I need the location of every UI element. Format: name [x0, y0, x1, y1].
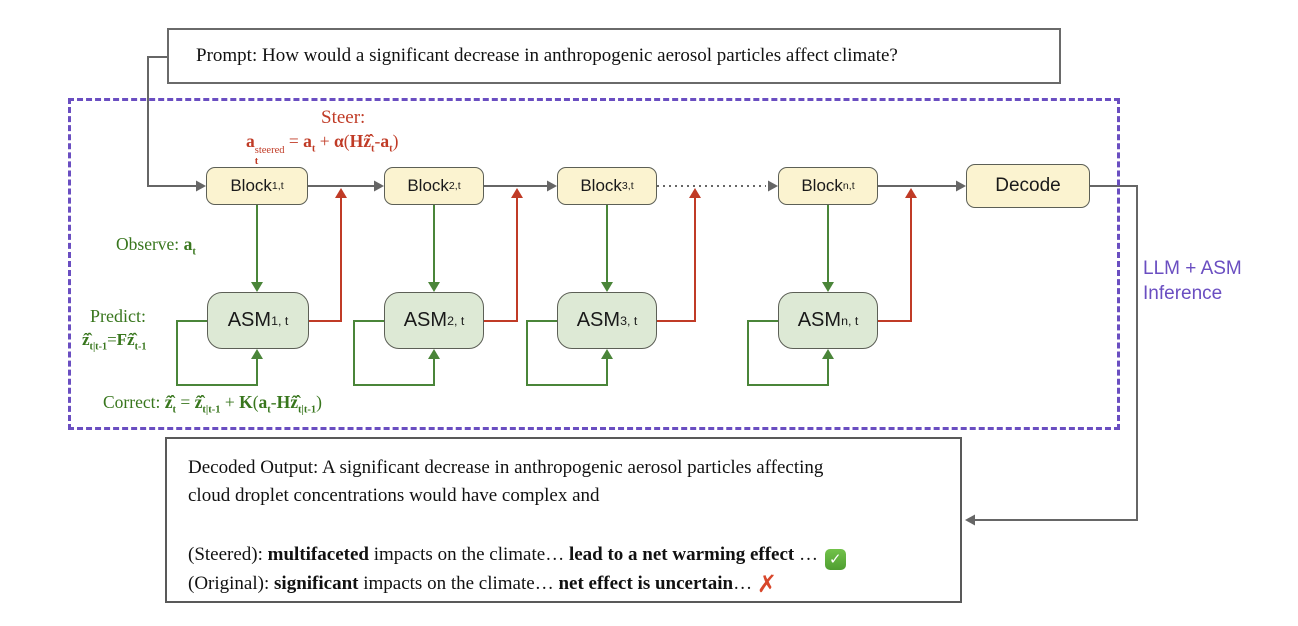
- feedback-loop-1: [176, 320, 258, 386]
- asm-n-subscript: n, t: [841, 313, 859, 328]
- asm-n-label: ASM: [797, 309, 842, 331]
- asm-2-subscript: 2, t: [447, 313, 465, 328]
- feedback-arrowhead-n: [822, 349, 834, 359]
- asm-2-label: ASM: [403, 309, 448, 331]
- original-result-text: (Original): significant impacts on the c…: [188, 573, 753, 594]
- block-3-subscript: 3,t: [621, 180, 634, 192]
- llm-asm-inference-boundary: [68, 98, 1120, 430]
- feedback-arrowhead-2: [428, 349, 440, 359]
- feedback-loop-n: [747, 320, 829, 386]
- asm-3-label: ASM: [576, 309, 621, 331]
- inference-side-label-line1: LLM + ASM: [1143, 258, 1242, 279]
- steer-line-2: [484, 197, 518, 322]
- asm-3-subscript: 3, t: [620, 313, 638, 328]
- predict-label: Predict:: [90, 306, 146, 326]
- block-1-label: Block: [230, 176, 272, 195]
- steer-arrowhead-2: [511, 188, 523, 198]
- block-2-subscript: 2,t: [448, 180, 461, 192]
- decoded-output-box: Decoded Output: A significant decrease i…: [165, 437, 962, 603]
- decoded-output-line2: cloud droplet concentrations would have …: [188, 485, 600, 506]
- feedback-arrowhead-3: [601, 349, 613, 359]
- arrowhead-into-block2: [374, 180, 384, 192]
- observe-label: Observe: at: [116, 234, 196, 258]
- prompt-box: Prompt: How would a significant decrease…: [167, 28, 1061, 84]
- arrowhead-into-decode: [956, 180, 966, 192]
- correct-equation: Correct: ẑ̂t = ẑ̂t|t-1 + K(at-Hẑ̂t|t-1): [103, 392, 322, 416]
- decode-to-output-connector: [974, 185, 1138, 521]
- feedback-loop-2: [353, 320, 435, 386]
- block-n-label: Block: [801, 176, 843, 195]
- steer-line-3: [657, 197, 696, 322]
- steered-result-line: (Steered): multifaceted impacts on the c…: [188, 541, 960, 570]
- steer-arrowhead-1: [335, 188, 347, 198]
- asm-1-subscript: 1, t: [271, 313, 289, 328]
- arrowhead-into-output-box: [965, 514, 975, 526]
- steer-arrowhead-n: [905, 188, 917, 198]
- block-3-label: Block: [580, 176, 622, 195]
- steer-label: Steer:: [321, 107, 366, 128]
- predict-equation: ẑ̂t|t-1=Fẑ̂t-1: [82, 330, 147, 353]
- original-result-line: (Original): significant impacts on the c…: [188, 570, 960, 598]
- observe-arrowhead-3: [601, 282, 613, 292]
- block-1-subscript: 1,t: [271, 180, 284, 192]
- cross-icon: ✗: [756, 570, 777, 598]
- arrowhead-into-block1: [196, 180, 206, 192]
- prompt-to-block1-connector: [147, 56, 197, 187]
- steer-arrowhead-3: [689, 188, 701, 198]
- inference-side-label: LLM + ASM Inference: [1143, 256, 1293, 306]
- feedback-loop-3: [526, 320, 608, 386]
- decode-label: Decode: [995, 175, 1061, 196]
- observe-arrowhead-2: [428, 282, 440, 292]
- feedback-arrowhead-1: [251, 349, 263, 359]
- arrowhead-into-block3: [547, 180, 557, 192]
- asm-1-label: ASM: [227, 309, 272, 331]
- steer-line-n: [878, 197, 912, 322]
- observe-arrowhead-1: [251, 282, 263, 292]
- block-n-subscript: n,t: [842, 180, 855, 192]
- arrowhead-into-blockn: [768, 180, 778, 192]
- check-icon: ✓: [824, 549, 846, 570]
- steered-result-text: (Steered): multifaceted impacts on the c…: [188, 544, 818, 565]
- inference-side-label-line2: Inference: [1143, 283, 1223, 304]
- block-2-label: Block: [407, 176, 449, 195]
- steer-line-1: [309, 197, 342, 322]
- observe-arrowhead-n: [822, 282, 834, 292]
- decoded-output-line1: Decoded Output: A significant decrease i…: [188, 457, 824, 478]
- prompt-text: Prompt: How would a significant decrease…: [196, 45, 898, 66]
- decode-node: Decode: [966, 164, 1090, 208]
